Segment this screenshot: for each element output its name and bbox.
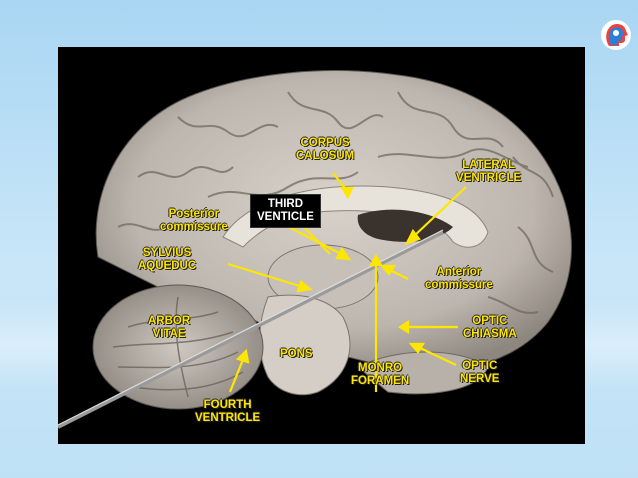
- label-third-line2: VENTICLE: [257, 211, 314, 223]
- label-corpus-line1: CORPUS: [300, 137, 350, 149]
- label-monro-foramen: MONRO FORAMEN: [351, 362, 409, 388]
- label-lateral-line2: VENTRICLE: [456, 172, 522, 184]
- label-posterior-commissure: Posterior commissure: [160, 208, 228, 234]
- label-optic-nerve-line1: OPTIC: [462, 360, 498, 372]
- label-lateral-line1: LATERAL: [462, 159, 515, 171]
- label-posterior-line1: Posterior: [168, 208, 220, 220]
- label-optic-chiasma: OPTIC CHIASMA: [463, 315, 517, 341]
- label-monro-line1: MONRO: [358, 362, 403, 374]
- label-optic-chiasma-line2: CHIASMA: [463, 328, 517, 340]
- label-corpus-line2: CALOSUM: [296, 150, 355, 162]
- label-third-line1: THIRD: [267, 198, 303, 210]
- head-profile-logo-icon: [601, 20, 631, 50]
- label-corpus-callosum: CORPUS CALOSUM: [296, 137, 354, 163]
- label-sylvius-line2: AQUEDUC: [138, 260, 197, 272]
- label-sylvius-aqueduct: SYLVIUS AQUEDUC: [138, 247, 196, 273]
- label-anterior-line2: commissure: [425, 279, 493, 291]
- label-arbor-line1: ARBOR: [148, 315, 191, 327]
- label-anterior-line1: Anterior: [436, 266, 482, 278]
- label-sylvius-line1: SYLVIUS: [142, 247, 192, 259]
- label-optic-nerve: OPTIC NERVE: [460, 360, 499, 386]
- label-posterior-line2: commissure: [160, 221, 228, 233]
- label-optic-chiasma-line1: OPTIC: [472, 315, 508, 327]
- label-lateral-ventricle: LATERAL VENTRICLE: [456, 159, 521, 185]
- label-arbor-line2: VITAE: [152, 328, 186, 340]
- label-fourth-line2: VENTRICLE: [195, 412, 261, 424]
- label-anterior-commissure: Anterior commissure: [425, 266, 493, 292]
- label-pons: PONS: [280, 348, 313, 361]
- label-arbor-vitae: ARBOR VITAE: [148, 315, 190, 341]
- label-monro-line2: FORAMEN: [351, 375, 410, 387]
- label-optic-nerve-line2: NERVE: [460, 373, 500, 385]
- label-pons-line1: PONS: [280, 348, 313, 360]
- label-fourth-line1: FOURTH: [203, 399, 252, 411]
- brain-sagittal-image: CORPUS CALOSUM LATERAL VENTRICLE THIRD V…: [58, 47, 585, 444]
- label-third-ventricle: THIRD VENTICLE: [250, 194, 321, 228]
- label-fourth-ventricle: FOURTH VENTRICLE: [195, 399, 260, 425]
